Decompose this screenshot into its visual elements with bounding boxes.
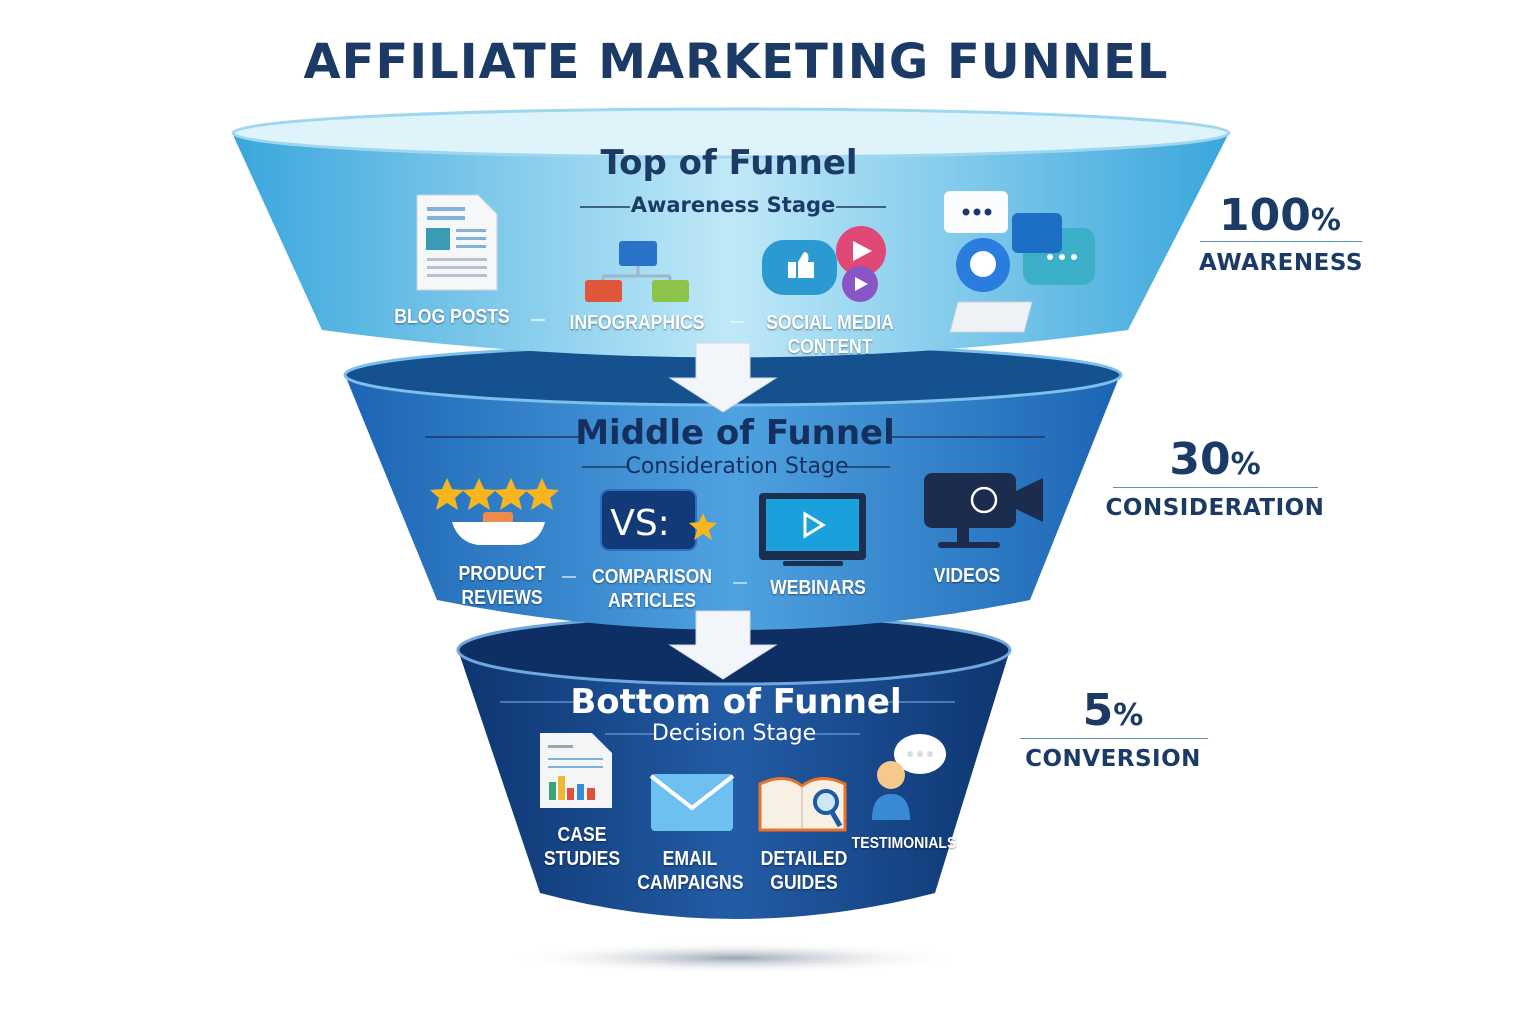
awareness-percent: 100% (1219, 190, 1341, 241)
item-case-studies: CASE STUDIES (543, 824, 621, 870)
item-webinars: WEBINARS (770, 577, 866, 599)
item-comparison-articles: COMPARISON ARTICLES (592, 566, 712, 612)
item-detailed-guides: DETAILED GUIDES (760, 848, 848, 894)
bottom-funnel-section (456, 614, 1012, 919)
book-search-icon (758, 777, 847, 832)
chat-bubbles-icon (944, 191, 1095, 333)
social-media-icon (762, 226, 886, 302)
versus-icon: VS: (600, 489, 717, 551)
item-product-reviews: PRODUCT REVIEWS (458, 563, 546, 609)
item-email-campaigns: EMAIL CAMPAIGNS (637, 848, 744, 894)
top-stage-title: Top of Funnel (600, 143, 858, 183)
page-title: AFFILIATE MARKETING FUNNEL (303, 34, 1169, 90)
document-icon (416, 194, 498, 291)
item-testimonials: TESTIMONIALS (851, 835, 957, 852)
monitor-play-icon (759, 493, 866, 566)
divider (1113, 487, 1318, 488)
down-arrow-icon (668, 610, 778, 680)
person-speech-icon (872, 734, 946, 820)
conversion-percent: 5% (1082, 685, 1144, 736)
divider (1200, 241, 1362, 242)
bottom-stage-title: Bottom of Funnel (570, 682, 902, 722)
item-infographics: INFOGRAPHICS (569, 312, 705, 334)
video-camera-icon (924, 473, 1043, 548)
flowchart-icon (585, 241, 689, 302)
middle-funnel-section (343, 343, 1123, 630)
bottom-stage-subtitle: Decision Stage (651, 721, 817, 746)
consideration-percent: 30% (1169, 434, 1261, 485)
awareness-label: AWARENESS (1199, 250, 1363, 276)
middle-stage-title: Middle of Funnel (575, 413, 895, 453)
conversion-label: CONVERSION (1025, 746, 1201, 772)
middle-stage-subtitle: Consideration Stage (625, 454, 849, 479)
item-blog-posts: BLOG POSTS (394, 306, 510, 328)
svg-text:VS:: VS: (610, 503, 670, 544)
top-stage-subtitle: Awareness Stage (630, 193, 836, 217)
envelope-icon (649, 774, 735, 831)
item-videos: VIDEOS (933, 565, 1001, 587)
down-arrow-icon (668, 342, 778, 413)
star-rating-icon (430, 478, 559, 545)
item-social-media-content: SOCIAL MEDIA CONTENT (766, 312, 894, 358)
floor-shadow (505, 942, 965, 974)
divider (1020, 738, 1208, 739)
report-icon (540, 733, 612, 808)
consideration-label: CONSIDERATION (1105, 495, 1325, 521)
